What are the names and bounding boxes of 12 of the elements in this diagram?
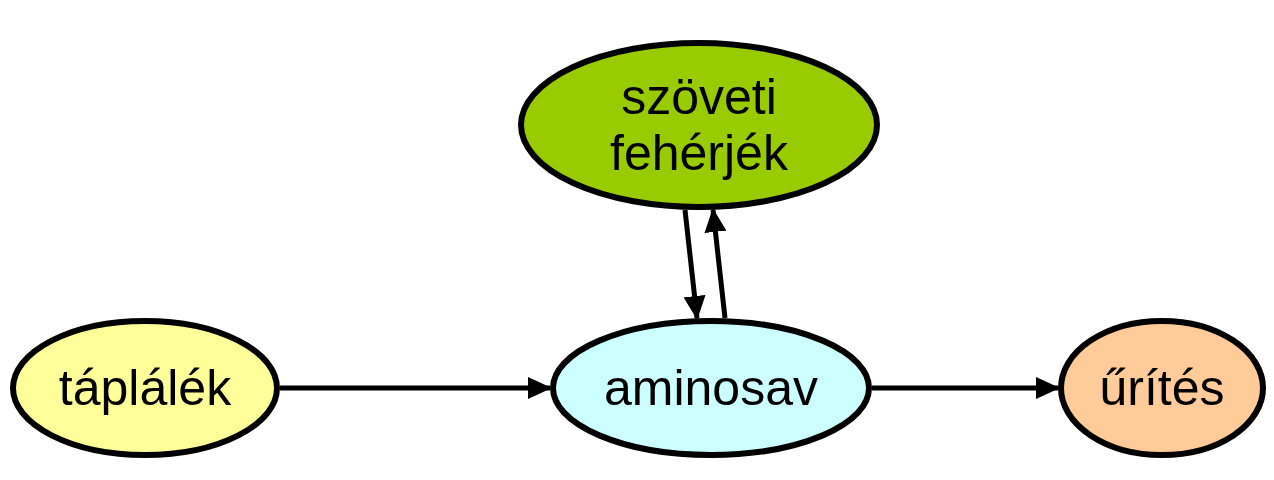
node-label: űrítés: [1098, 360, 1226, 416]
node-label: aminosav: [603, 360, 819, 416]
arrow: [682, 209, 706, 320]
ellipse-node: [518, 40, 880, 210]
node-label: táplálék: [57, 360, 233, 416]
arrow: [280, 377, 552, 399]
arrow: [704, 208, 728, 319]
ellipse-node: [1058, 318, 1266, 458]
ellipse-node: [10, 318, 280, 458]
node-label: szöveti fehérjék: [609, 69, 789, 181]
ellipse-node: [550, 318, 872, 458]
arrow: [872, 377, 1060, 399]
